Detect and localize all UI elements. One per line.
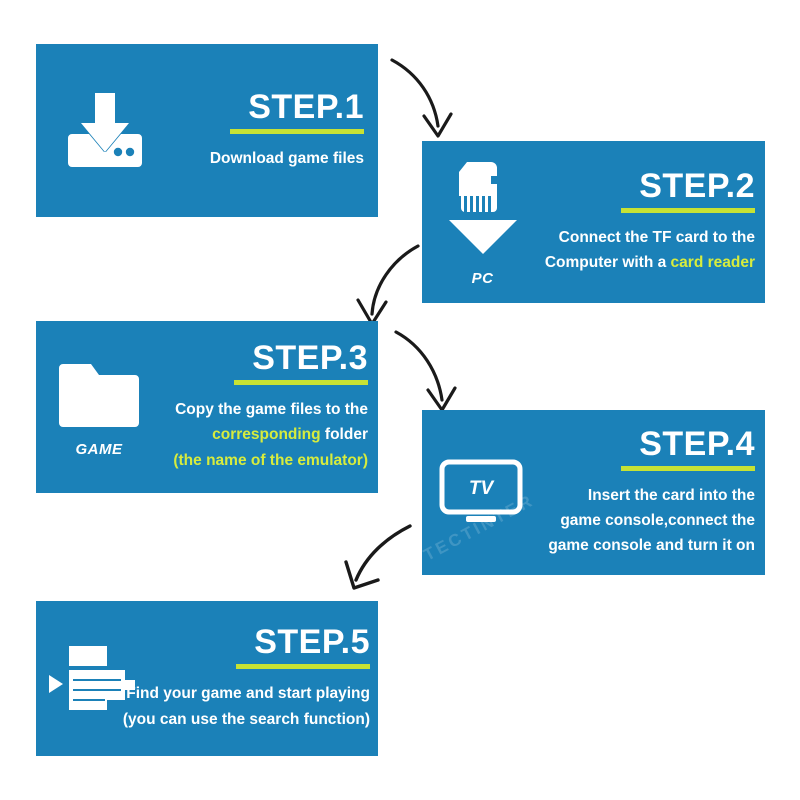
step-3-title: STEP.3 <box>252 339 368 378</box>
step-1-underline <box>230 128 364 134</box>
step-3-line-3: (the name of the emulator) <box>138 448 368 473</box>
step-3-underline <box>234 380 368 386</box>
download-icon <box>68 92 142 167</box>
step-3-line-1: Copy the game files to the <box>138 397 368 422</box>
arrow-step4-to-step5 <box>344 524 412 590</box>
step-1-line-1: Download game files <box>164 146 364 171</box>
step-2-line-2-highlight: card reader <box>670 254 755 271</box>
step-3-line-2-text: folder <box>320 426 368 444</box>
step-3-line-2-highlight: corresponding <box>212 426 321 444</box>
step-2-icon-area: PC <box>430 141 535 303</box>
step-2-line-1-text: Connect the TF card to the <box>558 228 755 246</box>
step-2-body: STEP.2 Connect the TF card to the Comput… <box>515 141 755 303</box>
step-2-icon-caption: PC <box>471 269 494 287</box>
step-4-icon-area: TV <box>428 410 533 575</box>
step-1-line-1-text: Download game files <box>209 149 364 167</box>
step-2-line-2: Computer with a card reader <box>515 250 755 275</box>
step-panel-3: GAME STEP.3 Copy the game files to the c… <box>36 321 378 493</box>
arrow-step1-to-step2 <box>390 58 453 138</box>
step-4-line-3-text: game console and turn it on <box>548 537 755 555</box>
step-1-body: STEP.1 Download game files <box>164 44 364 217</box>
tf-card-to-pc-icon <box>448 161 517 254</box>
svg-text:TV: TV <box>468 478 494 499</box>
step-3-icon-area: GAME <box>44 321 154 493</box>
step-4-line-1: Insert the card into the <box>515 483 755 508</box>
step-4-line-2-text: game console,connect the <box>560 511 755 529</box>
step-1-icon-area <box>50 44 160 217</box>
step-5-body: STEP.5 Find your game and start playing … <box>100 601 370 756</box>
step-3-line-1-text: Copy the game files to the <box>175 401 368 419</box>
step-5-line-1: Find your game and start playing <box>100 681 370 706</box>
folder-icon <box>59 364 139 427</box>
arrow-step2-to-step3 <box>356 244 420 326</box>
step-3-line-3-highlight: (the name of the emulator) <box>173 451 368 469</box>
step-5-line-1-text: Find your game and start playing <box>126 685 370 703</box>
step-panel-5: STEP.5 Find your game and start playing … <box>36 601 378 756</box>
step-4-body: STEP.4 Insert the card into the game con… <box>515 410 755 575</box>
step-4-lines: Insert the card into the game console,co… <box>515 483 755 558</box>
step-2-underline <box>621 207 755 213</box>
step-2-line-1: Connect the TF card to the <box>515 225 755 250</box>
media-file-play-icon <box>49 645 135 710</box>
step-4-line-2: game console,connect the <box>515 508 755 533</box>
step-3-body: STEP.3 Copy the game files to the corres… <box>138 321 368 493</box>
step-2-lines: Connect the TF card to the Computer with… <box>515 225 755 275</box>
step-1-lines: Download game files <box>164 146 364 171</box>
step-5-lines: Find your game and start playing (you ca… <box>100 681 370 731</box>
step-4-title: STEP.4 <box>639 424 755 463</box>
step-1-title: STEP.1 <box>248 87 364 126</box>
step-panel-1: STEP.1 Download game files <box>36 44 378 217</box>
step-panel-4: TECTINTER TV STEP.4 Insert the card into… <box>422 410 765 575</box>
tv-icon: TV <box>439 459 522 522</box>
step-5-line-2: (you can use the search function) <box>100 707 370 732</box>
step-2-title: STEP.2 <box>639 166 755 205</box>
step-3-line-2: corresponding folder <box>138 422 368 447</box>
step-panel-2: PC STEP.2 Connect the TF card to the Com… <box>422 141 765 303</box>
step-4-line-1-text: Insert the card into the <box>587 486 755 504</box>
arrow-step3-to-step4 <box>394 330 457 412</box>
step-5-underline <box>236 664 370 670</box>
step-4-line-3: game console and turn it on <box>515 533 755 558</box>
step-5-line-2-text: (you can use the search function) <box>122 710 370 728</box>
step-2-line-2-text: Computer with a <box>544 254 671 271</box>
step-4-underline <box>621 465 755 471</box>
step-3-icon-caption: GAME <box>75 441 123 458</box>
step-5-icon-area <box>40 601 150 756</box>
step-3-lines: Copy the game files to the corresponding… <box>138 397 368 472</box>
step-5-title: STEP.5 <box>254 623 370 662</box>
